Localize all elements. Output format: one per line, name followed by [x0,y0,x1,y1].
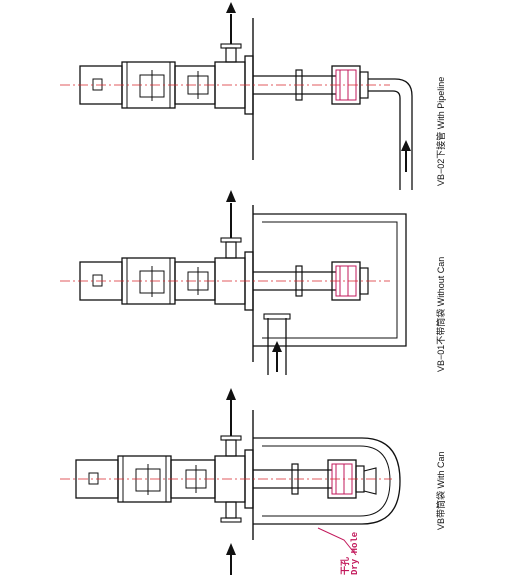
coupling-housing [121,61,176,109]
discharge-arrow [226,388,236,400]
view-vb02-with-pipeline [60,2,413,190]
discharge-nozzle [225,241,237,259]
dry-hole-leader [317,527,357,556]
inlet-pipe [267,318,287,375]
inflow-arrow [272,341,282,352]
inlet-nozzle [225,501,237,519]
view-vb01-without-can [60,190,407,375]
tank-outline [253,213,407,347]
inflow-arrow [401,140,411,151]
discharge-nozzle [225,439,237,457]
view-label-vb01: VB−01不带筒袋 Without Can [436,256,446,372]
view-label-vb02: VB−02下接管 With Pipeline [436,76,446,186]
dry-hole-label-en: Dry Hole [350,531,360,575]
discharge-arrow [226,2,236,13]
motor-terminal-box [92,78,103,91]
can-outline [253,437,401,525]
inflow-arrow [226,543,236,555]
coupling-housing [121,257,176,305]
discharge-arrow [226,190,236,202]
view-label-vb: VB带筒袋 With Can [436,451,446,530]
suction-bell [363,467,377,495]
view-vb-with-can [60,388,401,575]
discharge-nozzle [225,47,237,63]
suction-pipe [368,78,413,190]
